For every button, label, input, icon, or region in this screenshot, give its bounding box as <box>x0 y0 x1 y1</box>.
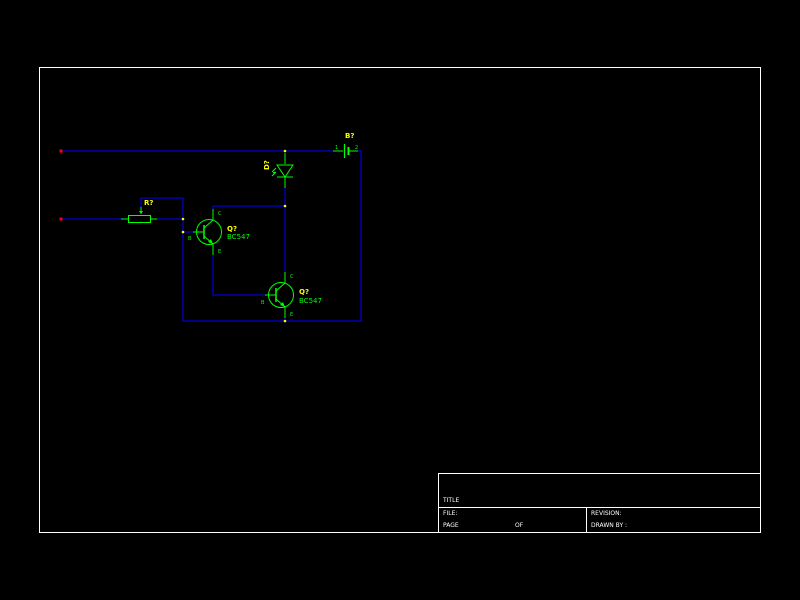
q2-pin-e: E <box>290 312 293 318</box>
q2-pin-b: B <box>261 300 265 306</box>
drawn-by-label: DRAWN BY : <box>591 522 627 529</box>
battery-component[interactable]: B? 1 2 <box>333 132 358 158</box>
revision-label: REVISION: <box>591 510 622 517</box>
resistor-component[interactable]: R? <box>121 199 157 223</box>
wire-q1-emitter-to-q2-base[interactable] <box>212 244 268 296</box>
junction-dot <box>181 230 185 234</box>
q1-value: BC547 <box>227 233 250 241</box>
q2-value: BC547 <box>299 297 322 305</box>
led-ref: D? <box>263 160 271 170</box>
transistor-q2[interactable]: Q? BC547 C B E <box>261 272 322 318</box>
q1-ref: Q? <box>227 225 237 233</box>
sheet-border <box>39 67 761 533</box>
of-label: OF <box>515 522 524 529</box>
led-component[interactable]: D? <box>263 153 294 188</box>
wires[interactable] <box>61 150 362 322</box>
resistor-ref: R? <box>144 199 153 207</box>
q1-pin-b: B <box>188 236 192 242</box>
q1-pin-e: E <box>218 249 221 255</box>
wire-wiper-loop[interactable] <box>140 197 285 322</box>
junction-dot <box>283 319 287 323</box>
title-label: TITLE <box>442 497 459 504</box>
junction-dot <box>181 217 185 221</box>
transistor-q1[interactable]: Q? BC547 C B E <box>188 209 250 255</box>
input-port-bottom[interactable] <box>59 217 63 221</box>
input-port-top[interactable] <box>59 149 63 153</box>
junction-dot <box>283 204 287 208</box>
q1-pin-c: C <box>218 211 222 217</box>
file-label: FILE: <box>443 510 457 517</box>
battery-ref: B? <box>345 132 354 140</box>
junction-dot <box>283 149 287 153</box>
q2-ref: Q? <box>299 288 309 296</box>
wire-battery-right[interactable] <box>285 150 362 322</box>
q2-pin-c: C <box>290 274 294 280</box>
battery-pin2: 2 <box>355 145 358 151</box>
wire-q1-collector[interactable] <box>212 205 285 220</box>
battery-pin1: 1 <box>335 145 338 151</box>
title-block: TITLE FILE: PAGE OF REVISION: DRAWN BY : <box>438 473 761 533</box>
page-label: PAGE <box>443 522 459 529</box>
